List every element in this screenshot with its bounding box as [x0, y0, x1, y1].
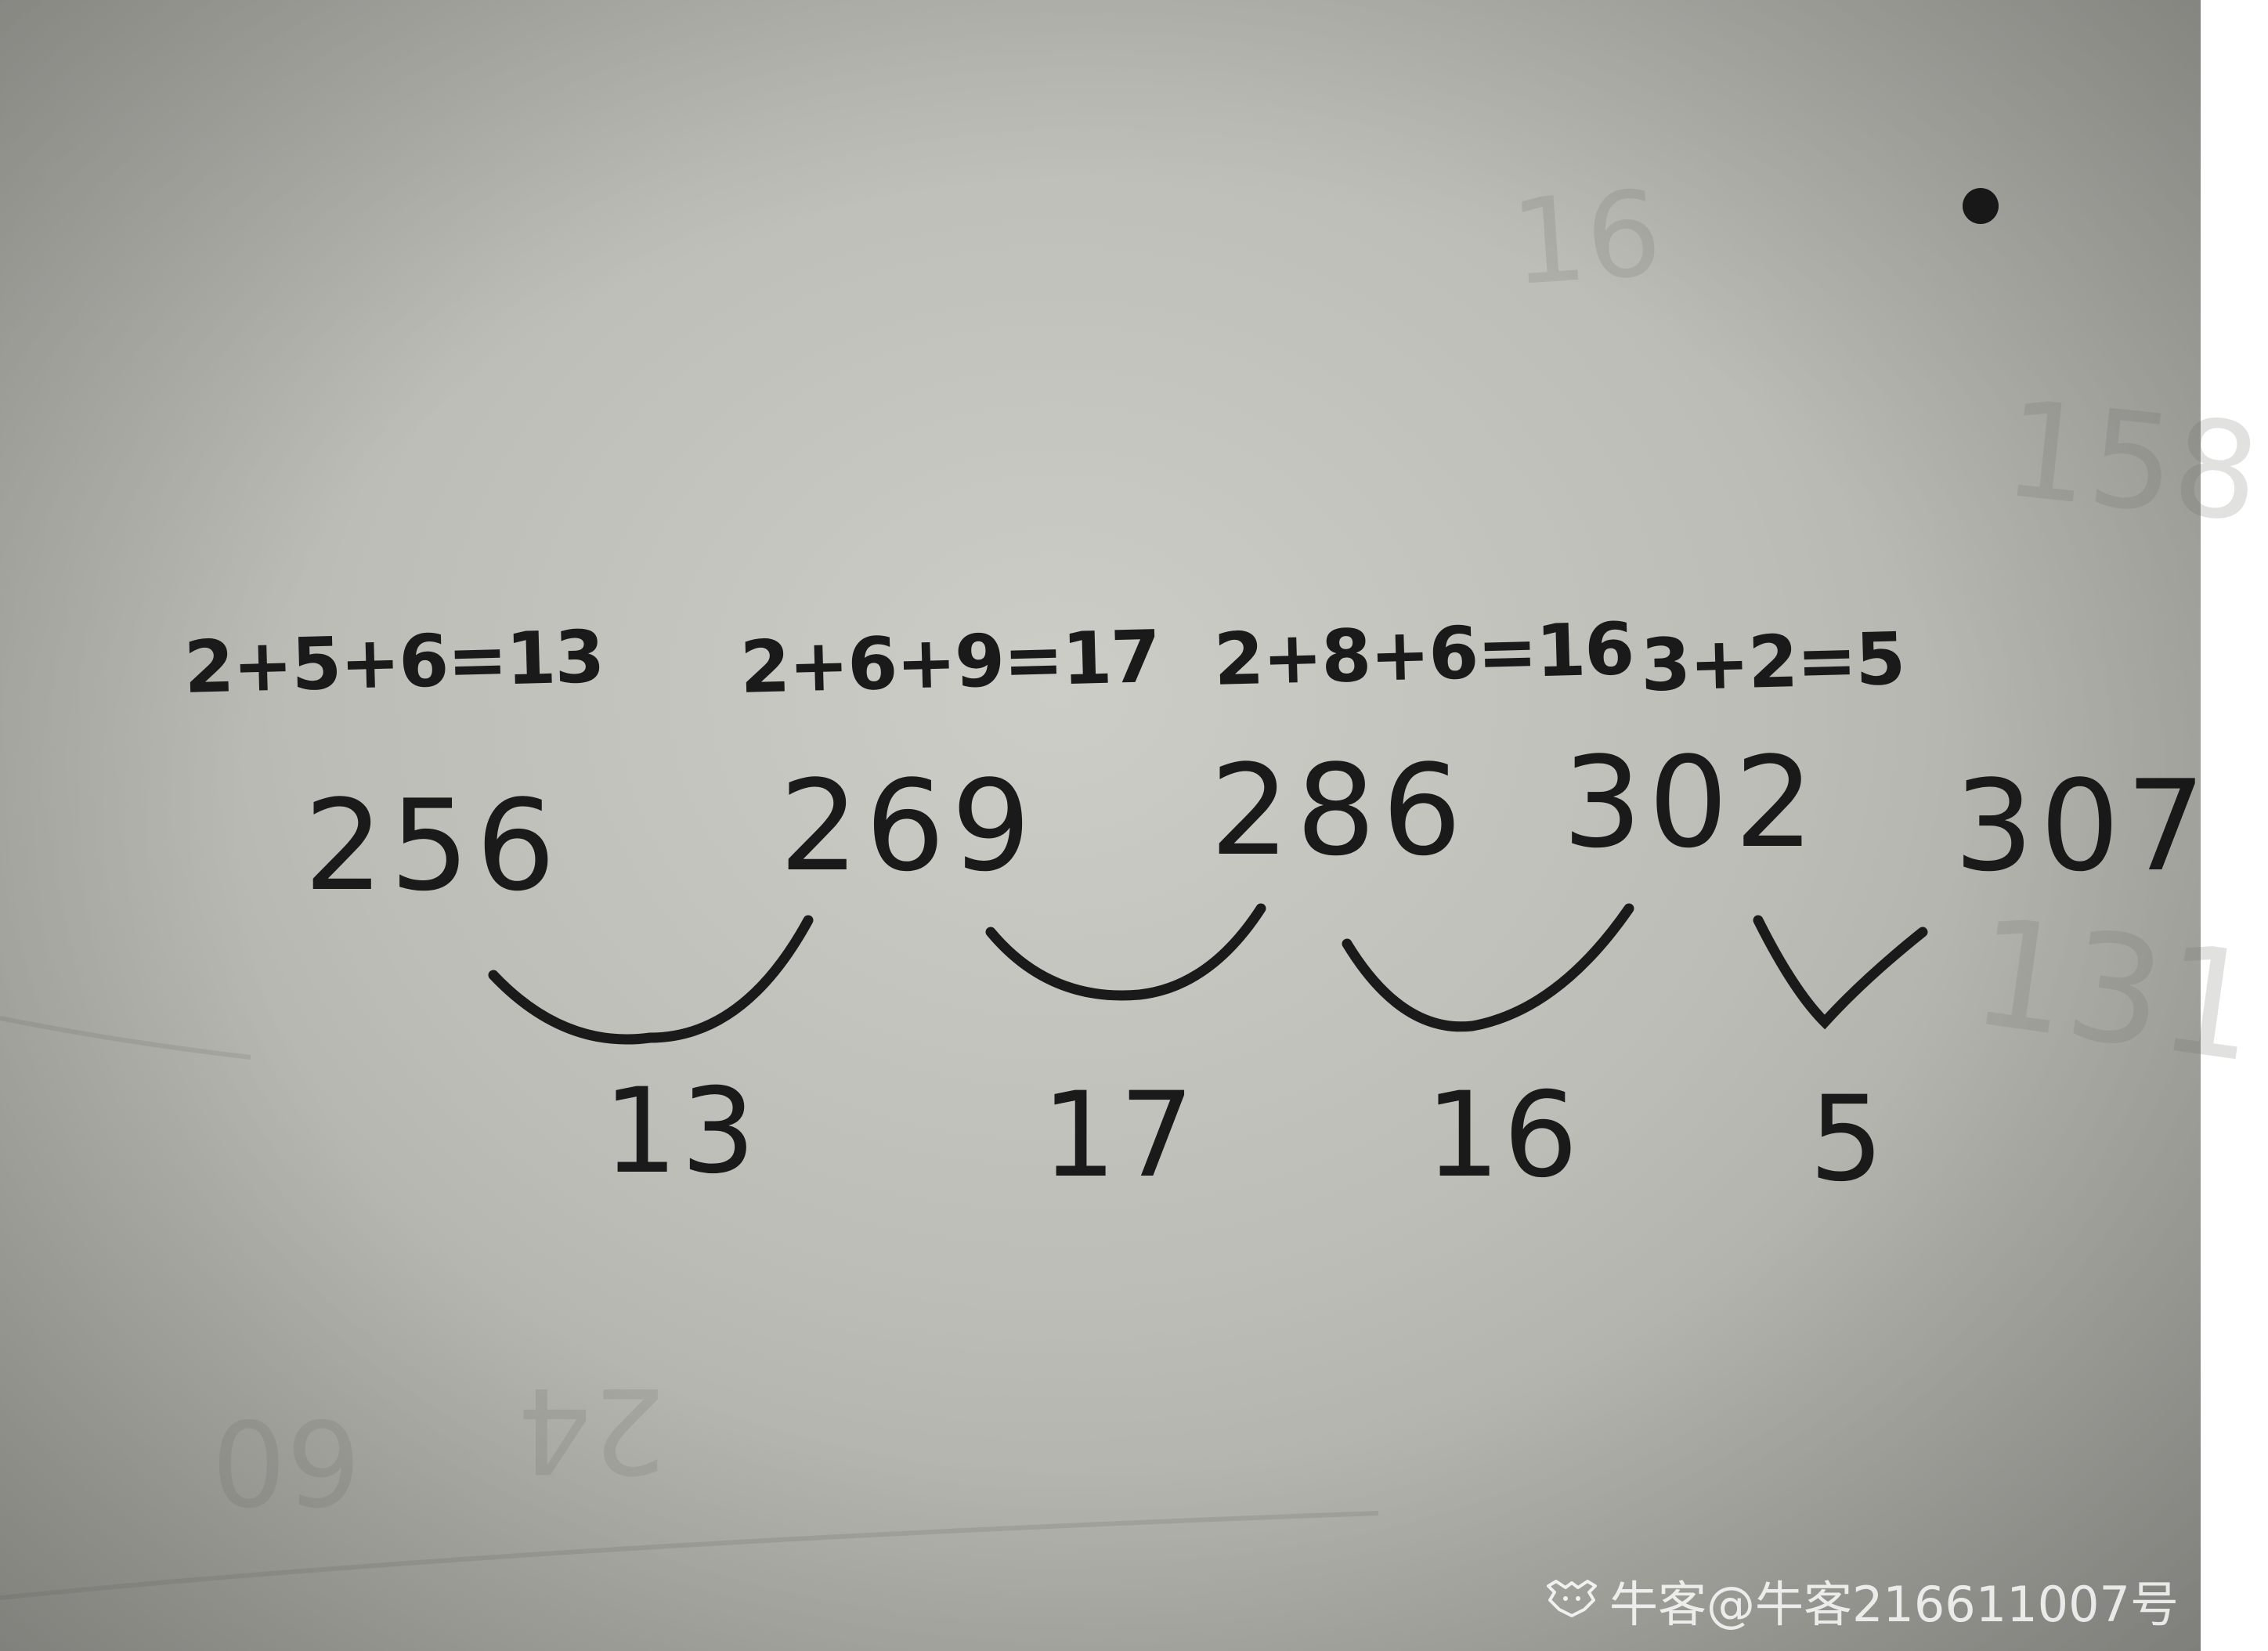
- connector-arc-1: [488, 915, 814, 1045]
- connector-arc-3: [1342, 903, 1634, 1032]
- sequence-number-4: 302: [1562, 729, 1821, 876]
- connector-arc-4: [1753, 915, 1928, 1030]
- watermark: 牛客@牛客216611007号: [1542, 1565, 2179, 1635]
- difference-3: 16: [1425, 1068, 1581, 1204]
- connector-arcs: [0, 903, 1928, 1600]
- connector-arc-2: [985, 903, 1266, 1001]
- difference-4: 5: [1809, 1071, 1887, 1208]
- sequence-number-3: 286: [1210, 737, 1468, 883]
- difference-1: 13: [603, 1064, 759, 1200]
- difference-2: 17: [1042, 1068, 1197, 1204]
- sequence-number-5: 307: [1954, 753, 2212, 899]
- ghost-rule-line: [0, 1511, 1379, 1600]
- niuke-logo-icon: [1546, 1580, 1597, 1617]
- ink-dot: [1963, 188, 1999, 224]
- watermark-text: 牛客@牛客216611007号: [1609, 1576, 2179, 1633]
- sequence-number-2: 269: [779, 753, 1038, 899]
- ghost-rule-line: [0, 1016, 251, 1060]
- sequence-number-1: 256: [304, 772, 562, 919]
